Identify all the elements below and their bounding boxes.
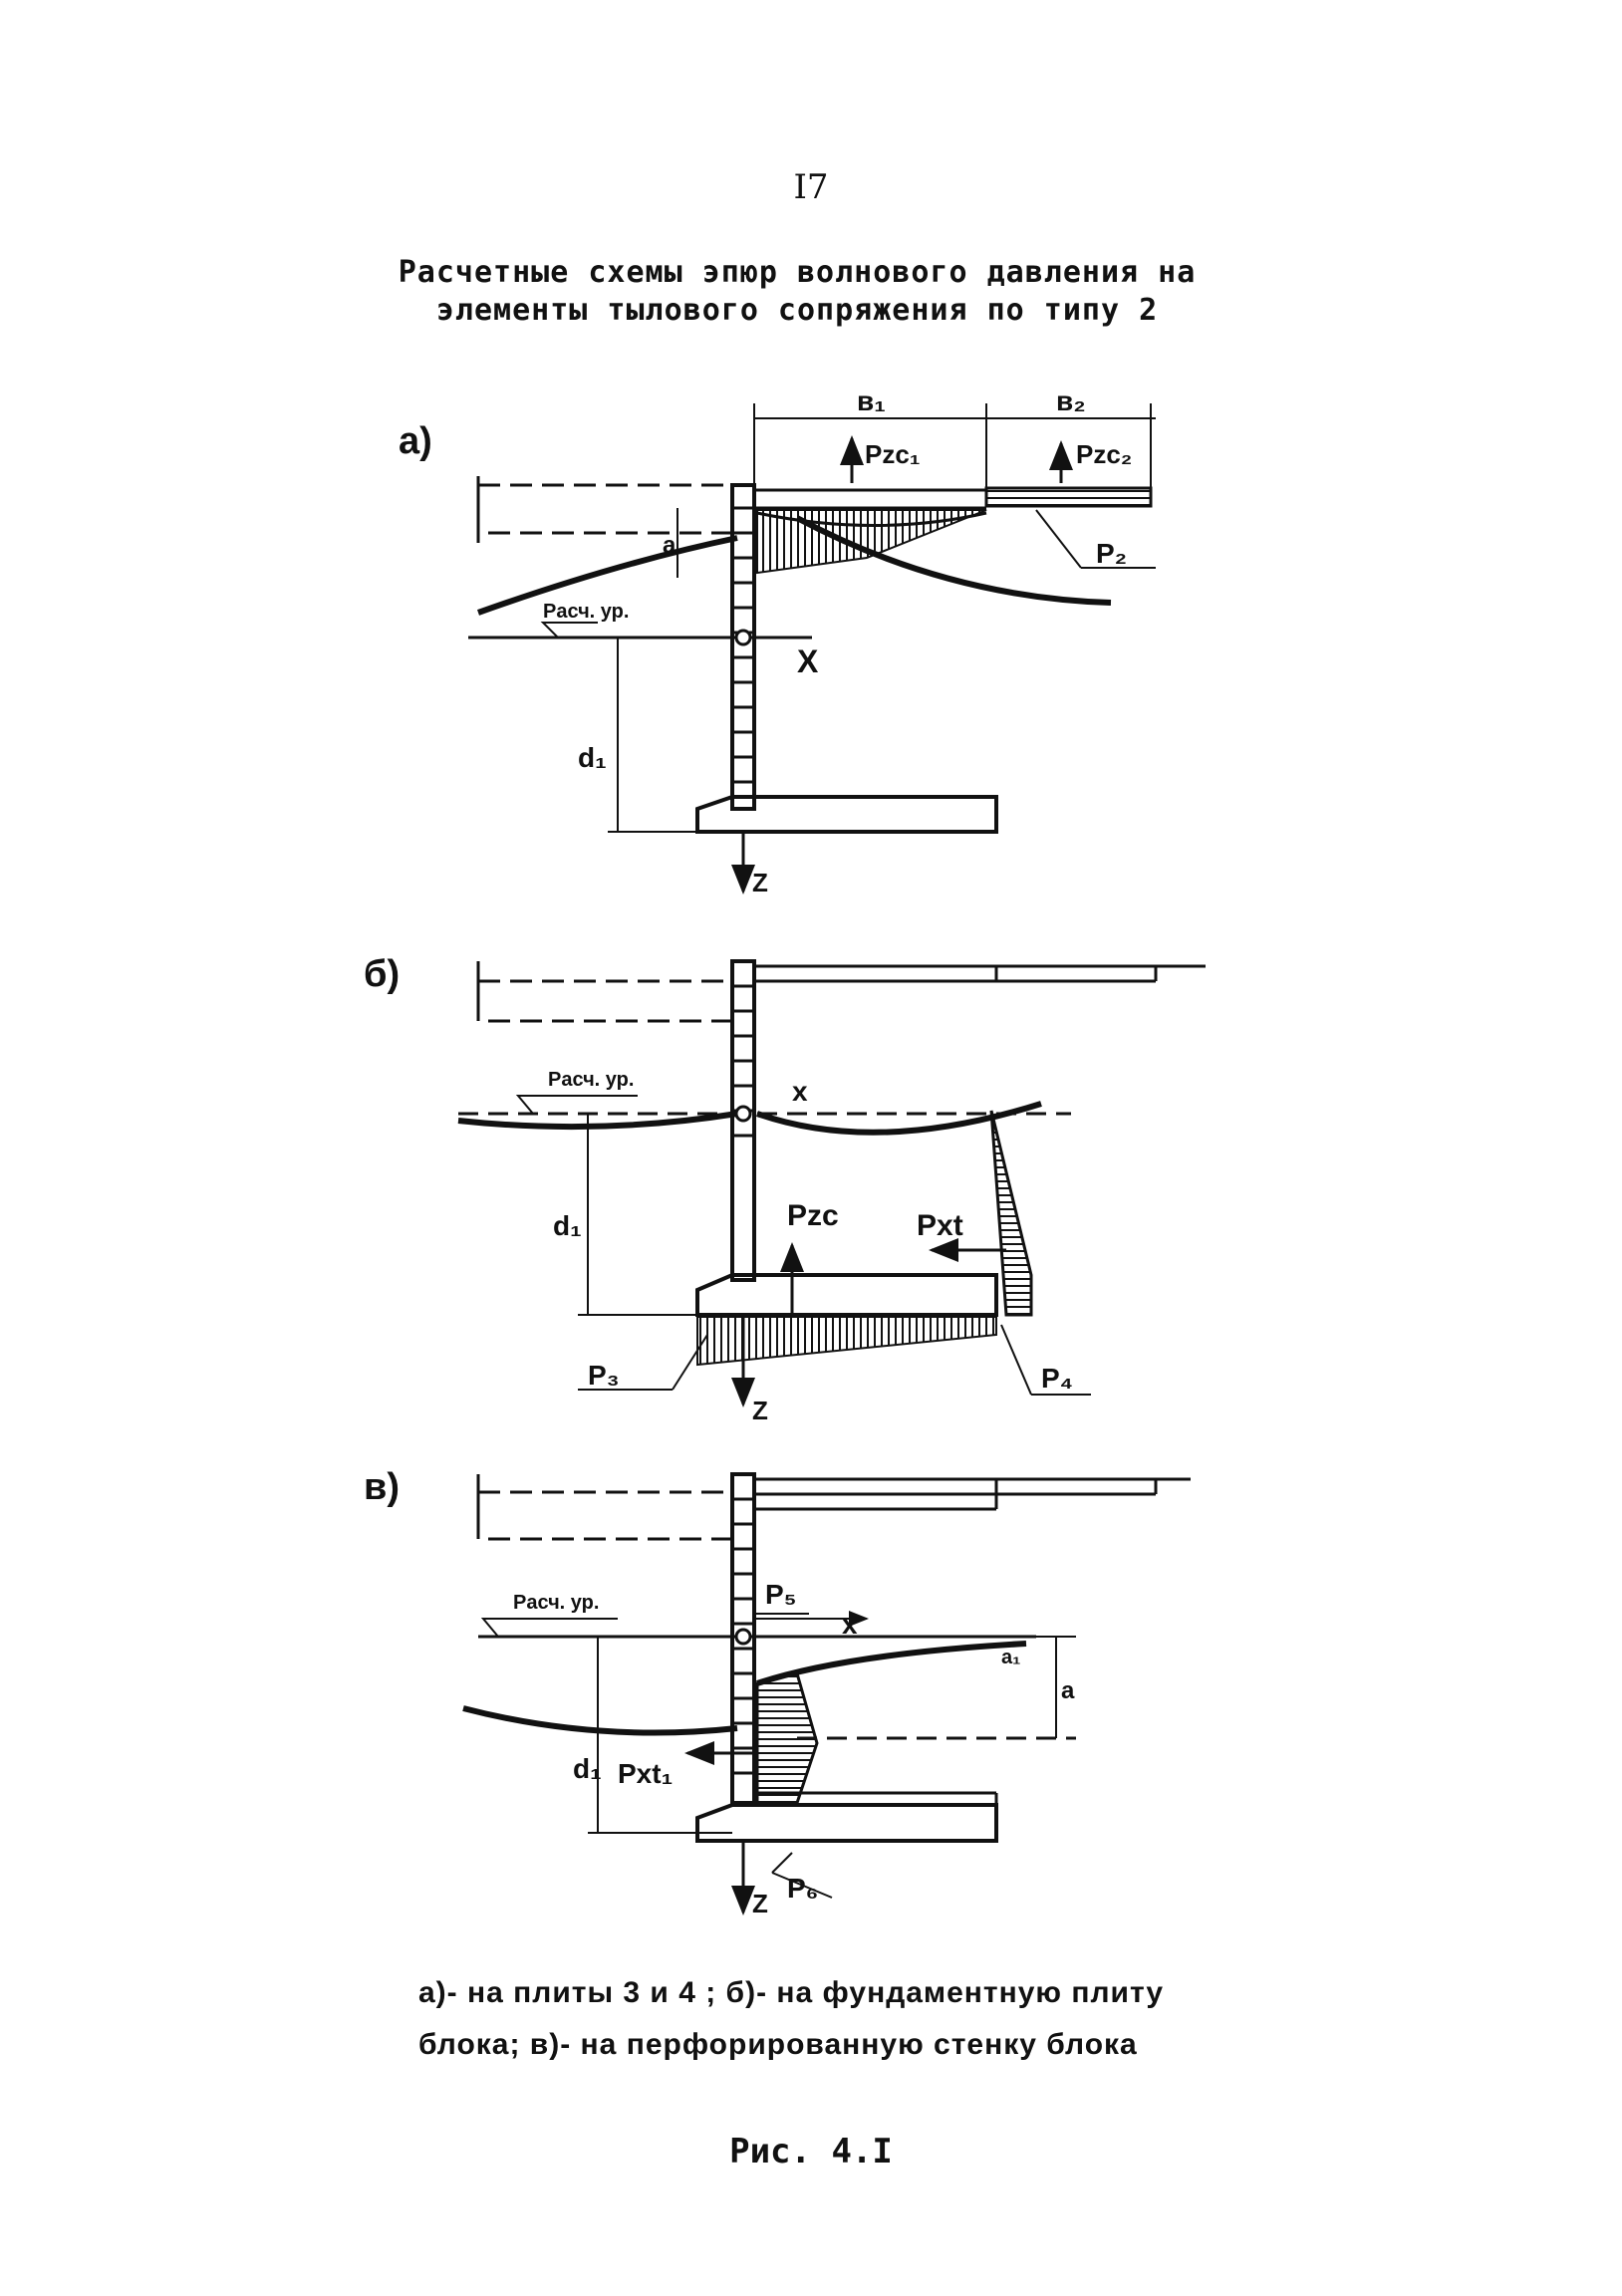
panel-a-wave-right [795, 515, 1112, 606]
panel-a-origin [734, 629, 752, 646]
panel-b-wave-right [756, 1101, 1042, 1136]
panel-c-tag: в) [364, 1466, 400, 1508]
panel-a-d1-label: d₁ [578, 742, 607, 773]
panel-c-z-label: Z [752, 1889, 768, 1918]
panel-b-wave-left [457, 1111, 738, 1131]
panel-a-pzc2-label: Pzc₂ [1076, 439, 1132, 469]
panel-a-foundation [695, 795, 998, 834]
panel-c: в) Pасч. ур. x P₅ [364, 1466, 1191, 1918]
panel-c-p5-label: P₅ [765, 1579, 797, 1610]
panel-b-tag: б) [364, 953, 400, 995]
panel-a-z-label: Z [752, 868, 768, 897]
panel-b-foundation [695, 1273, 998, 1317]
panel-c-a-label: a [1061, 1677, 1075, 1704]
panel-c-pxt1-label: Pxt₁ [618, 1758, 673, 1789]
panel-b-pzc-label: Pzc [787, 1199, 839, 1232]
panel-c-wall-ticks [732, 1497, 754, 1775]
panel-b-pressure-epure-right [989, 1110, 1033, 1317]
panel-b-z-label: Z [752, 1396, 768, 1425]
caption-line-2: блока; в)- на перфорированную стенку бло… [418, 2028, 1138, 2061]
panel-b-d1-label: d₁ [553, 1210, 582, 1241]
panel-c-foundation [695, 1803, 998, 1843]
panel-a-x-axis-label: X [797, 643, 819, 679]
panel-a-wave-left [476, 535, 738, 616]
panel-b: б) Pасч. ур. x d₁ [364, 953, 1206, 1425]
page-number: I7 [793, 167, 829, 207]
panel-c-pressure-epure [755, 1671, 819, 1805]
panel-b-wall [730, 959, 756, 1282]
panel-b-x-axis-label: x [792, 1076, 808, 1107]
panel-a: а) Pасч. ур. X [399, 385, 1156, 897]
panel-b-p3-label: P₃ [588, 1360, 620, 1391]
panel-a-p2-label: P₂ [1096, 538, 1127, 569]
panel-c-level-label: Pасч. ур. [513, 1592, 599, 1614]
panel-b-pxt-label: Pxt [917, 1209, 963, 1242]
panel-b-p4-label: P₄ [1041, 1363, 1073, 1394]
figure-caption: а)- на плиты 3 и 4 ; б)- на фундаментную… [418, 1967, 1335, 2071]
panel-a-wall-ticks [732, 506, 754, 784]
panel-a-pzc1-label: Pzc₁ [865, 439, 921, 469]
panel-a-slab-2 [984, 486, 1153, 508]
caption-line-1: а)- на плиты 3 и 4 ; б)- на фундаментную… [418, 1976, 1165, 2009]
panel-a-b2-label: в₂ [1056, 385, 1086, 416]
page-title: Расчетные схемы эпюр волнового давления … [299, 254, 1295, 330]
panel-c-a1-label: a₁ [1001, 1647, 1020, 1668]
figure-label: Рис. 4.I [729, 2132, 893, 2171]
title-line-1: Расчетные схемы эпюр волнового давления … [398, 255, 1197, 290]
panel-c-p6-label: P₆ [787, 1873, 818, 1904]
panel-c-wave-left [462, 1705, 738, 1736]
panel-a-b1-label: в₁ [857, 385, 886, 416]
panel-a-wall [730, 483, 756, 811]
panel-a-tag: а) [399, 420, 432, 462]
panel-a-level-label: Pасч. ур. [543, 601, 629, 623]
title-line-2: элементы тылового сопряжения по типу 2 [435, 293, 1159, 328]
panel-c-x-axis-label: x [842, 1609, 858, 1640]
panel-c-d1-label: d₁ [573, 1753, 602, 1784]
panel-a-a-label: a [663, 532, 676, 559]
panel-b-level-label: Pасч. ур. [548, 1069, 634, 1091]
